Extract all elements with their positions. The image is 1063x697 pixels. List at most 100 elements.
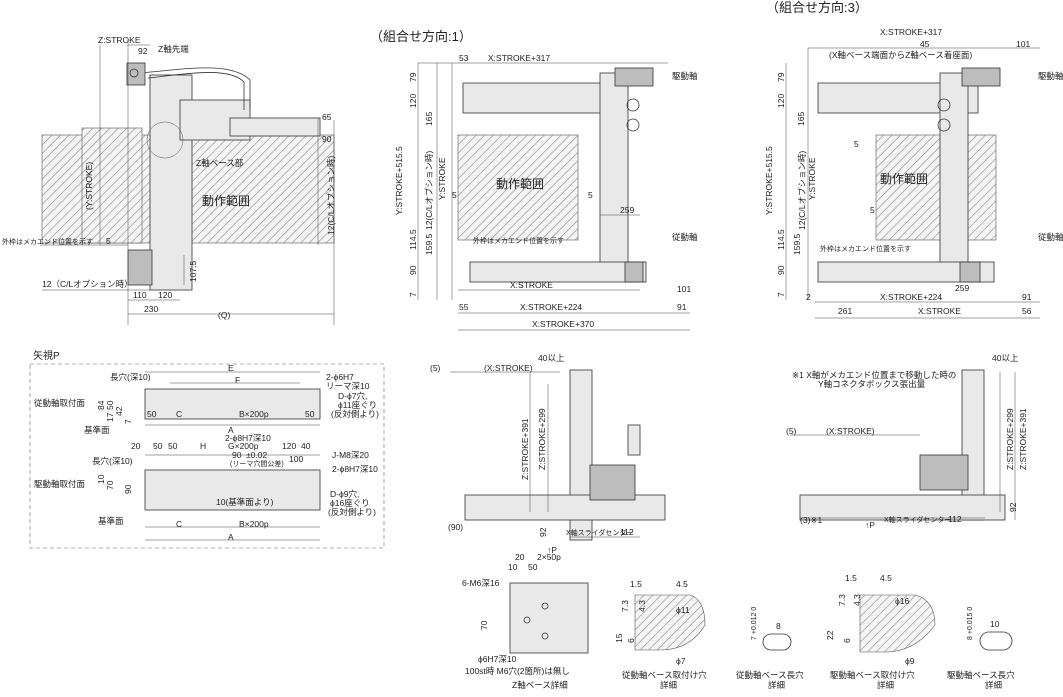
dir3-7: 7	[776, 292, 786, 297]
label-z-tip: Z軸先端	[158, 44, 189, 54]
dir1-xstroke: X:STROKE	[510, 280, 553, 290]
dir1-5a: 5	[452, 190, 457, 200]
dir3-91: 91	[1022, 292, 1032, 302]
dir3-motor	[961, 67, 1001, 87]
p-b200b: B×200p	[239, 519, 269, 529]
range-hatch-dir3	[875, 134, 997, 241]
dir3-90: 90	[776, 265, 786, 275]
dir1-159-5: 159.5	[424, 233, 434, 255]
p-e: E	[228, 363, 234, 373]
dir3-5a: 5	[854, 139, 859, 149]
dir1-7: 7	[408, 292, 418, 297]
p-long10b: 長穴(深10)	[92, 456, 133, 466]
dir1-view: （組合せ方向:1） X:STROKE+317 53 駆動軸 従動軸 動作範囲 Y…	[370, 29, 698, 331]
r-note: ※1 X軸がメカエンド位置まで移動した時の	[792, 370, 956, 380]
dir1-driven-rail	[469, 261, 647, 283]
dir1-x317: X:STROKE+317	[488, 53, 550, 63]
dir1-101: 101	[677, 284, 691, 294]
p-50: 50	[105, 400, 115, 410]
label-z-stroke: Z:STROKE	[98, 35, 141, 45]
p-42: 42	[114, 406, 124, 416]
dir3-outer: 外枠はメカエンド位置を示す	[820, 244, 911, 253]
dr-title1: 駆動軸ベース取付け穴	[830, 670, 915, 680]
zb-20: 20	[515, 552, 525, 562]
dir3-xnote: (X軸ベース端面からZ軸ベース着座面)	[829, 50, 972, 60]
dr-phi16: ϕ16	[895, 596, 909, 606]
driven-mount-detail: 1.5 4.5 7.3 4.3 ϕ11 15 6 ϕ7 従動軸ベース取付け穴 詳…	[614, 579, 707, 690]
dir3-165: 165	[796, 112, 806, 126]
p-50c: 50	[153, 441, 163, 451]
dir3-159-5: 159.5	[792, 233, 802, 255]
ds-tol: 7 +0.012 0	[751, 607, 758, 640]
left-side-view: Z:STROKE 92 Z軸先端 Z軸ベース部 動作範囲 (Y:STROKE) …	[2, 35, 336, 325]
drive-mount-section	[859, 594, 936, 653]
dir3-45: 45	[920, 39, 930, 49]
p-10: 10	[96, 474, 106, 484]
p-g200: G×200p	[228, 441, 259, 451]
c-5: (5)	[430, 363, 441, 373]
dsl-title1: 駆動軸ベース長穴	[947, 670, 1015, 680]
dm-7-3: 7.3	[620, 600, 630, 612]
dir3-x224: X:STROKE+224	[880, 292, 942, 302]
dir3-ystroke: Y:STROKE	[807, 157, 817, 200]
r-slider: X軸スライダセンター	[884, 515, 951, 524]
dm-6: 6	[626, 638, 636, 643]
p-b200: B×200p	[239, 409, 269, 419]
dm-4-5: 4.5	[676, 579, 688, 589]
arrow-p-title: 矢視P	[33, 349, 60, 362]
z-base-detail-circle	[146, 121, 184, 159]
driven-mount-section	[634, 594, 706, 651]
p-a2: A	[228, 532, 234, 542]
label-y-stroke: (Y:STROKE)	[84, 162, 94, 210]
dir3-range: 動作範囲	[880, 171, 928, 186]
r-40: 40以上	[992, 353, 1019, 363]
dir3-y515: Y:STROKE+515.5	[764, 146, 774, 215]
r-p: ↑P	[865, 520, 875, 530]
dir1-55: 55	[459, 302, 469, 312]
zb-50: 50	[528, 562, 538, 572]
zb-2x50: 2×50p	[537, 552, 561, 562]
dir3-driven: 従動軸	[1038, 232, 1063, 242]
dm-1-5: 1.5	[630, 579, 642, 589]
dm-4-3: 4.3	[637, 600, 647, 612]
dir1-120: 120	[408, 94, 418, 108]
zb-phi6h7: ϕ6H7深10	[478, 654, 517, 664]
dir3-2: 2	[806, 292, 811, 302]
dr-1-5: 1.5	[845, 573, 857, 583]
p-ref-face: 基準面	[84, 425, 110, 435]
zb-note: 100st時 M6穴(2箇所)は無し	[465, 666, 570, 676]
p-20: 20	[131, 441, 141, 451]
label-65: 65	[322, 112, 332, 122]
dir1-y-axis	[599, 72, 629, 264]
label-q: (Q)	[218, 310, 230, 320]
label-90: 90	[322, 134, 332, 144]
dir1-165: 165	[424, 112, 434, 126]
label-120: 120	[158, 290, 172, 300]
driven-base-plate	[144, 388, 321, 420]
dir3-driven-rail	[817, 261, 995, 283]
p-50d: 50	[168, 441, 178, 451]
y-axis-rail	[229, 117, 321, 137]
c-z391: Z:STROKE+391	[520, 418, 530, 480]
p-90b: 90	[123, 484, 133, 494]
dir3-drive: 駆動軸	[1038, 71, 1063, 81]
right-y-block	[919, 454, 969, 491]
dir1-90: 90	[408, 265, 418, 275]
p-phi16: ϕ16座ぐり	[330, 498, 370, 508]
dir1-opt12: 12(C/Lオプション時)	[424, 150, 434, 230]
arrow-p-view: 矢視P E F 長穴(深10) 2-ϕ6H7 リーマ深10 従動軸取付面 84 …	[29, 349, 385, 549]
label-110: 110	[133, 290, 147, 300]
p-a: A	[228, 425, 234, 435]
label-outer-frame: 外枠はメカエンド位置を示す	[2, 237, 93, 246]
p-h: H	[200, 441, 206, 451]
right-x-rail	[799, 494, 1006, 521]
center-cable	[627, 424, 641, 456]
title-dir1: （組合せ方向:1）	[370, 29, 472, 44]
dr-22: 22	[825, 630, 835, 640]
drive-slot-shape	[979, 631, 1013, 651]
dir3-view: （組合せ方向:3） X:STROKE+317 45 101 (X軸ベース端面から…	[764, 0, 1063, 319]
right-side-view: ※1 X軸がメカエンド位置まで移動した時の Y軸コネクタボックス張出量 40以上…	[786, 353, 1028, 530]
dir1-x-axis	[462, 82, 624, 114]
dir1-y515: Y:STROKE+515.5	[394, 146, 404, 215]
